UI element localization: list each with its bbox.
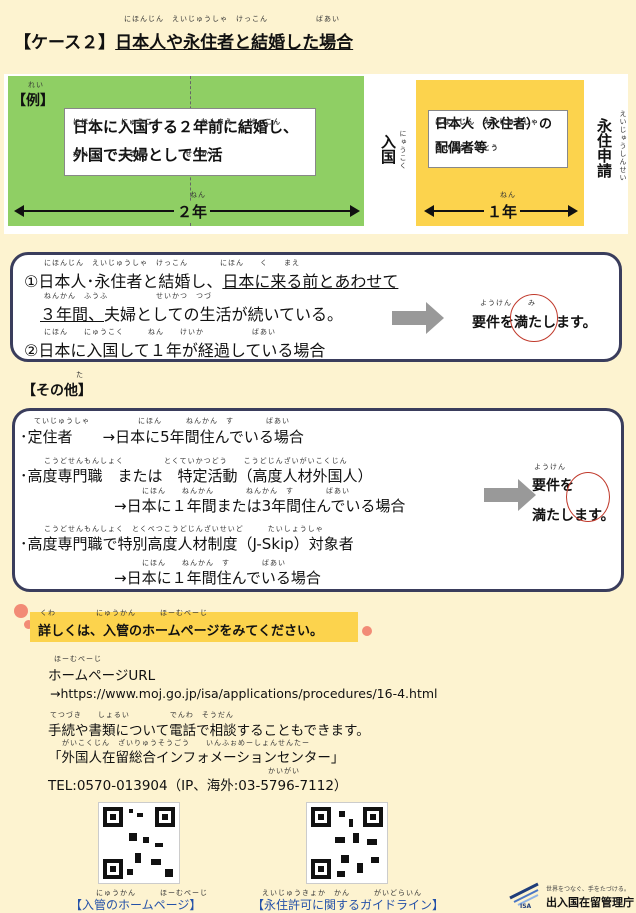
case1-line1-a: ①日本人･永住者と結婚し、: [24, 272, 223, 291]
item3: ･高度専門職で特別高度人材制度（J-Skip）対象者: [20, 535, 354, 553]
phone-furigana: てつづき しょるい でんわ そうだん: [50, 711, 234, 719]
entry-label: 入国: [379, 134, 397, 164]
details-text: 詳しくは、入管のホームページをみてください。: [38, 624, 323, 639]
case1-line2-a: ３年間、: [40, 305, 105, 324]
item1-a: ･定住者: [20, 428, 73, 446]
emphasis-circle-icon: [566, 472, 610, 522]
qr-code-homepage-icon[interactable]: [98, 802, 180, 884]
page-title: 【ケース２】日本人や永住者と結婚した場合: [14, 28, 353, 53]
title-furigana: にほんじん えいじゅうしゃ けっこん ばあい: [124, 15, 340, 23]
item2-furigana: こうどせんもんしょく とくていかつどう こうどじんざいがいこくじん: [44, 457, 348, 465]
other-arrow-icon: [484, 479, 536, 511]
qr-right-caption: 【永住許可に関するガイドライン】: [252, 898, 445, 912]
example-label-furigana: れい: [28, 81, 44, 89]
item1-furigana: ていじゅうしゃ にほん ねんかん す ばあい: [34, 417, 290, 425]
item3b: →日本に１年間住んでいる場合: [114, 569, 321, 587]
item1-b: →日本に5年間住んでいる場合: [102, 428, 304, 446]
logo-slogan: 世界をつなぐ、手をたづける。: [546, 886, 630, 893]
spouse-line2: 配偶者等: [435, 141, 488, 156]
qr-code-guideline-icon[interactable]: [306, 802, 388, 884]
spouse-line1: 日本人（永住者）の: [435, 117, 553, 132]
decor-dot-icon: [362, 626, 372, 636]
qr-left-caption-furigana: にゅうかん ほーむぺーじ: [96, 889, 208, 897]
item3-furigana: こうどせんもんしょく とくべつこうどじんざいせいど たいしょうしゃ: [44, 525, 324, 533]
item2b-furigana: にほん ねんかん ねんかん す ばあい: [142, 487, 350, 495]
case-label: 【ケース２】: [14, 33, 116, 53]
isa-logo-icon: [508, 880, 542, 906]
other-heading-furigana: た: [76, 371, 84, 379]
tel-furigana: かいがい: [268, 767, 300, 775]
logo-mark: ISA: [520, 903, 532, 910]
case1-line2-furigana: ねんかん ふうふ せいかつ つづ: [44, 292, 212, 300]
case1-result-furigana: ようけん み: [480, 299, 536, 307]
item1: ･定住者 →日本に5年間住んでいる場合: [20, 426, 304, 447]
case1-line3-furigana: にほん にゅうこく ねん けいか ばあい: [44, 328, 276, 336]
case1-line1-b: 日本に来る前とあわせて: [222, 272, 399, 291]
emphasis-circle-icon: [510, 294, 558, 342]
item3b-furigana: にほん ねんかん す ばあい: [142, 559, 286, 567]
phone-text: 手続や書類について電話で相談することもできます。: [48, 723, 370, 739]
item2: ･高度専門職 または 特定活動（高度人材外国人）: [20, 467, 373, 485]
box-line2: 外国で夫婦として生活: [73, 146, 223, 164]
details-highlight: [30, 612, 358, 642]
center-furigana: がいこくじん ざいりゅうそうごう いんふぉめーしょんせんたー: [62, 739, 310, 747]
apply-label: 永住申請: [595, 118, 613, 178]
spouse-line1-furigana: にほんじん えいじゅうしゃ: [435, 118, 539, 126]
case1-arrow-icon: [392, 302, 444, 334]
hp-url-link[interactable]: →https://www.moj.go.jp/isa/applications/…: [50, 686, 438, 701]
hp-label: ホームページURL: [48, 668, 156, 684]
example-label: 【例】: [12, 93, 54, 109]
center-name: 「外国人在留総合インフォメーションセンター」: [48, 750, 345, 766]
other-result-furigana: ようけん: [534, 463, 566, 471]
spouse-box: にほんじん えいじゅうしゃ 日本人（永住者）の はいぐうしゃとう 配偶者等: [428, 110, 568, 168]
apply-furigana: えいじゅうしんせい: [619, 110, 627, 182]
case1-line2: ３年間、夫婦としての生活が続いている。: [40, 301, 343, 325]
span-right-label: １年: [484, 201, 521, 222]
logo-name: 出入国在留管理庁: [546, 896, 634, 909]
qr-right-caption-furigana: えいじゅうきょか かん がいどらいん: [262, 889, 422, 897]
example-box: にほん にゅうこく ねんまえ けっこん 日本に入国する２年前に結婚し、 がいこく…: [64, 108, 316, 176]
case1-line1: ①日本人･永住者と結婚し、日本に来る前とあわせて: [24, 268, 398, 292]
span-right-furigana: ねん: [500, 191, 516, 199]
item2b: →日本に１年間または3年間住んでいる場合: [114, 497, 406, 515]
case-title: 日本人や永住者と結婚した場合: [115, 33, 354, 53]
box-line1: 日本に入国する２年前に結婚し、: [73, 118, 299, 136]
case1-line1-furigana: にほんじん えいじゅうしゃ けっこん にほん く まえ: [44, 259, 300, 267]
spouse-line2-furigana: はいぐうしゃとう: [435, 144, 499, 152]
details-furigana: くわ にゅうかん ほーむぺーじ: [40, 609, 208, 617]
case1-line3: ②日本に入国して１年が経過している場合: [24, 341, 326, 360]
decor-dot-icon: [14, 604, 28, 618]
other-result-line1: 要件を: [532, 478, 574, 494]
entry-furigana: にゅうこく: [399, 130, 407, 170]
other-heading: 【その他】: [22, 383, 92, 399]
span-left-furigana: ねん: [190, 191, 206, 199]
span-left-label: ２年: [174, 201, 211, 222]
box-line2-furigana: がいこく ふうふ せいかつ: [73, 150, 217, 158]
qr-left-caption: 【入管のホームページ】: [70, 898, 202, 912]
decor-dot-icon: [24, 620, 33, 629]
hp-furigana: ほーむぺーじ: [54, 655, 102, 663]
tel-number: TEL:0570-013904（IP、海外:03-5796-7112）: [48, 778, 348, 794]
case1-line2-b: 夫婦としての生活が続いている。: [104, 305, 344, 324]
box-line1-furigana: にほん にゅうこく ねんまえ けっこん: [73, 118, 281, 126]
